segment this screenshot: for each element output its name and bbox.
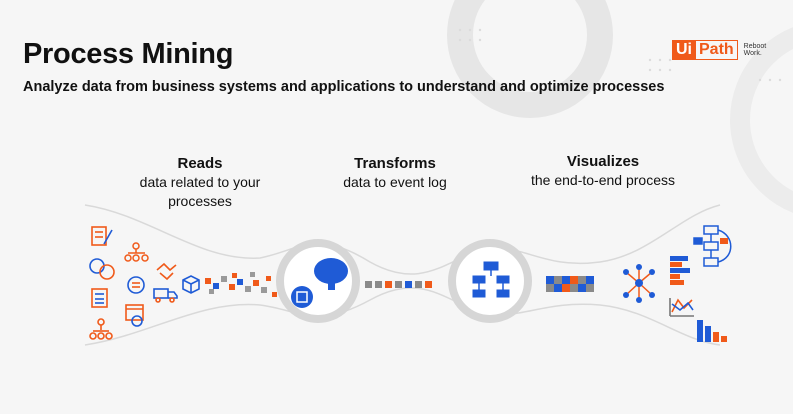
bar-chart-icon <box>670 256 690 285</box>
line-chart-icon <box>669 298 694 317</box>
stage-transforms: Transforms data to event log <box>320 154 470 192</box>
calendar-icon <box>125 304 144 327</box>
transform-circle-left <box>276 239 360 323</box>
uipath-logo: Ui Path Reboot Work. <box>672 40 766 60</box>
logo-ui: Ui <box>672 40 696 60</box>
chat-icon <box>127 276 145 294</box>
stage-reads-line1: data related to your <box>139 174 261 190</box>
document-list-icon <box>91 288 108 308</box>
chip-icon <box>291 286 313 308</box>
stage-transforms-heading: Transforms <box>354 155 436 172</box>
cube-icon <box>182 275 200 294</box>
funnel-outline-bottom <box>84 287 721 346</box>
funnel-outline-top <box>84 204 721 275</box>
logo-mark: Ui Path <box>672 40 738 60</box>
document-edit-icon <box>91 226 113 246</box>
logo-tagline-line2: Work. <box>743 50 762 57</box>
logo-path: Path <box>696 40 738 60</box>
process-map-icon <box>693 225 732 267</box>
logo-tagline: Reboot Work. <box>744 43 767 57</box>
stage-transforms-line1: data to event log <box>343 174 447 190</box>
hierarchy-icon <box>124 242 149 262</box>
truck-icon <box>153 288 178 303</box>
transform-circle-right <box>448 239 532 323</box>
stage-visualizes: Visualizes the end-to-end process <box>498 152 708 190</box>
stage-visualizes-heading: Visualizes <box>566 153 640 170</box>
event-log-squares <box>365 281 432 288</box>
page-title: Process Mining <box>23 38 234 70</box>
network-icon <box>623 264 655 303</box>
currency-exchange-icon <box>89 258 115 280</box>
raw-data-squares <box>205 272 277 297</box>
handshake-icon <box>156 262 177 281</box>
process-data-squares <box>546 276 594 292</box>
stage-reads-line2: processes <box>168 193 232 209</box>
org-chart-icon <box>89 318 113 340</box>
column-chart-icon <box>697 320 727 342</box>
flowchart-icon <box>472 261 510 298</box>
stage-reads: Reads data related to your processes <box>115 154 285 211</box>
logo-tagline-line1: Reboot <box>743 43 767 50</box>
page-subtitle: Analyze data from business systems and a… <box>23 79 665 95</box>
brain-icon <box>314 258 348 290</box>
stage-reads-heading: Reads <box>177 155 223 172</box>
stage-visualizes-line1: the end-to-end process <box>531 172 675 188</box>
